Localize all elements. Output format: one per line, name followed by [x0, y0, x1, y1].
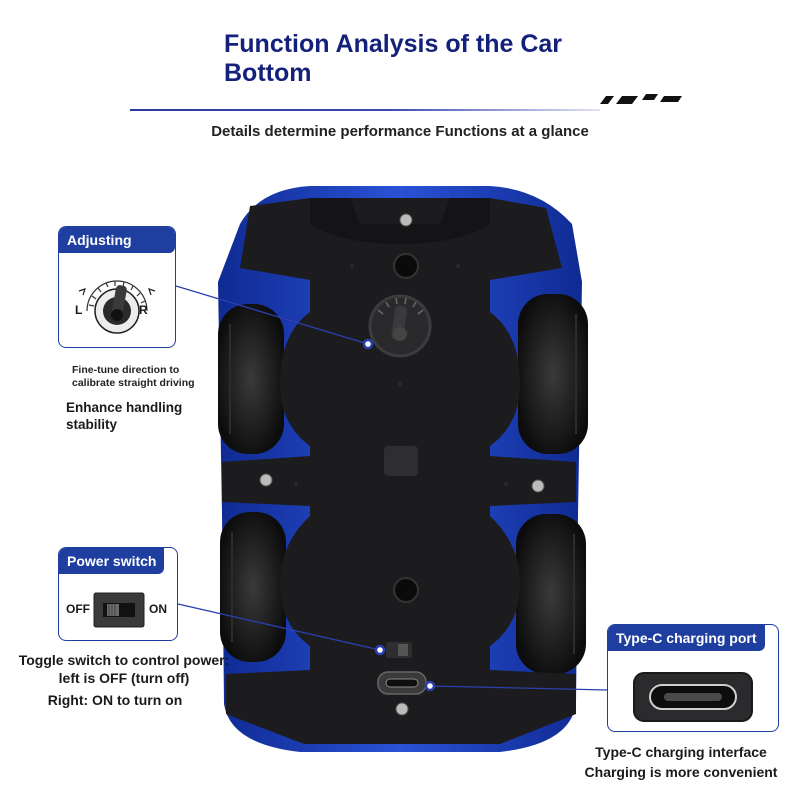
power-switch-title: Power switch: [59, 548, 165, 574]
usbc-callout: Type-C charging port: [607, 624, 779, 732]
switch-off-label: OFF: [66, 602, 90, 616]
page-title: Function Analysis of the Car Bottom: [224, 30, 563, 87]
rear-left-wheel: [220, 512, 286, 662]
front-left-wheel: [218, 304, 284, 454]
knob-callout-title: Adjusting knob: [59, 227, 175, 274]
power-switch-description: Toggle switch to control power: left is …: [18, 652, 230, 686]
power-switch-description-on: Right: ON to turn on: [47, 692, 183, 708]
car-bottom-image: [218, 186, 588, 752]
speed-marks-icon: [600, 94, 682, 104]
usb-c-port-icon: [633, 672, 753, 722]
rear-right-wheel: [516, 514, 586, 674]
usbc-callout-title: Type-C charging port: [608, 625, 765, 651]
knob-left-mark: L: [75, 303, 83, 317]
knob-right-mark: R: [139, 303, 148, 317]
front-right-wheel: [518, 294, 588, 454]
toggle-switch-icon: [93, 592, 145, 628]
knob-description: Fine-tune direction to calibrate straigh…: [72, 364, 195, 389]
knob-dial-icon: [78, 280, 156, 334]
page-subtitle: Details determine performance Functions …: [211, 123, 589, 140]
knob-callout: Adjusting knob L R: [58, 226, 176, 348]
switch-on-label: ON: [149, 602, 167, 616]
usbc-description: Type-C charging interface Charging is mo…: [584, 744, 778, 780]
power-switch-callout: Power switch OFF ON: [58, 547, 178, 641]
knob-benefit: Enhance handling stability: [66, 400, 183, 432]
title-divider: [130, 109, 600, 111]
